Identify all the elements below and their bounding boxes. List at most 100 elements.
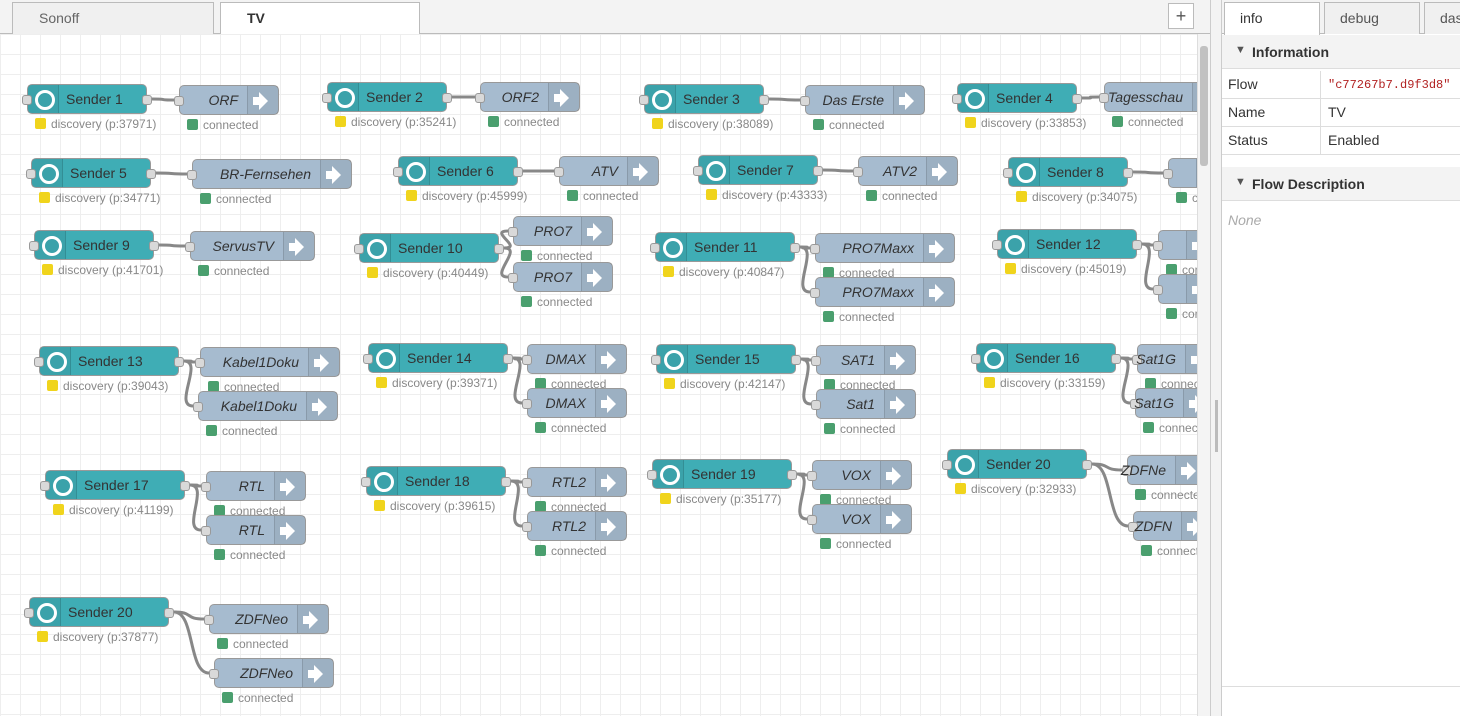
output-node[interactable] [1153, 230, 1197, 260]
input-port[interactable] [204, 615, 214, 625]
input-port[interactable] [971, 354, 981, 364]
input-port[interactable] [354, 244, 364, 254]
inject-node[interactable]: Sender 8 [1003, 157, 1133, 187]
input-port[interactable] [195, 358, 205, 368]
output-port[interactable] [791, 355, 801, 365]
output-port[interactable] [142, 95, 152, 105]
output-node[interactable]: PRO7Maxx [810, 277, 955, 307]
output-node[interactable]: ServusTV [185, 231, 315, 261]
output-node[interactable]: ZDFNeo [204, 604, 329, 634]
output-node[interactable]: VOX [807, 504, 912, 534]
wire[interactable] [796, 472, 808, 521]
input-port[interactable] [522, 478, 532, 488]
output-port[interactable] [1132, 240, 1142, 250]
inject-node[interactable]: Sender 3 [639, 84, 769, 114]
output-port[interactable] [180, 481, 190, 491]
output-node[interactable]: VOX [807, 460, 912, 490]
inject-node[interactable]: Sender 1 [22, 84, 152, 114]
output-node[interactable]: ZDFN [1128, 511, 1197, 541]
tab-info[interactable]: info [1224, 2, 1320, 35]
inject-node[interactable]: Sender 20 [24, 597, 174, 627]
input-port[interactable] [942, 460, 952, 470]
wire[interactable] [822, 168, 854, 173]
input-port[interactable] [1130, 399, 1140, 409]
input-port[interactable] [647, 470, 657, 480]
input-port[interactable] [363, 354, 373, 364]
inject-node[interactable]: Sender 13 [34, 346, 184, 376]
input-port[interactable] [1099, 93, 1109, 103]
input-port[interactable] [1128, 522, 1138, 532]
input-port[interactable] [639, 95, 649, 105]
wire[interactable] [1120, 356, 1131, 405]
canvas-scrollbar[interactable] [1197, 34, 1210, 716]
input-port[interactable] [811, 356, 821, 366]
sidebar-separator[interactable] [1210, 0, 1222, 716]
output-port[interactable] [442, 93, 452, 103]
input-port[interactable] [952, 94, 962, 104]
wire[interactable] [1081, 95, 1100, 100]
input-port[interactable] [811, 400, 821, 410]
wire[interactable] [800, 357, 812, 406]
output-node[interactable] [1163, 158, 1197, 188]
output-node[interactable]: ATV2 [853, 156, 958, 186]
wire[interactable] [183, 359, 194, 408]
inject-node[interactable]: Sender 15 [651, 344, 801, 374]
input-port[interactable] [693, 166, 703, 176]
output-node[interactable]: ORF2 [475, 82, 580, 112]
output-node[interactable]: Sat1G [1130, 388, 1197, 418]
output-node[interactable]: Das Erste [800, 85, 925, 115]
input-port[interactable] [475, 93, 485, 103]
input-port[interactable] [1122, 466, 1132, 476]
input-port[interactable] [201, 482, 211, 492]
output-node[interactable]: ZDFNe [1121, 455, 1197, 485]
output-node[interactable]: SAT1 [811, 345, 916, 375]
output-node[interactable]: PRO7 [508, 262, 613, 292]
inject-node[interactable]: Sender 16 [971, 343, 1121, 373]
input-port[interactable] [554, 167, 564, 177]
scrollbar-thumb[interactable] [1200, 46, 1208, 166]
inject-node[interactable]: Sender 19 [647, 459, 797, 489]
input-port[interactable] [810, 288, 820, 298]
input-port[interactable] [24, 608, 34, 618]
output-node[interactable]: BR-Fernsehen [187, 159, 352, 189]
input-port[interactable] [22, 95, 32, 105]
output-port[interactable] [790, 243, 800, 253]
wire[interactable] [189, 483, 202, 532]
input-port[interactable] [992, 240, 1002, 250]
input-port[interactable] [209, 669, 219, 679]
separator-handle[interactable] [1215, 400, 1218, 452]
input-port[interactable] [187, 170, 197, 180]
wire[interactable] [768, 97, 801, 102]
output-port[interactable] [1082, 460, 1092, 470]
output-port[interactable] [759, 95, 769, 105]
input-port[interactable] [34, 357, 44, 367]
inject-node[interactable]: Sender 7 [693, 155, 823, 185]
input-port[interactable] [807, 515, 817, 525]
input-port[interactable] [361, 477, 371, 487]
wire[interactable] [151, 97, 175, 102]
inject-node[interactable]: Sender 20 [942, 449, 1092, 479]
output-node[interactable]: DMAX [522, 344, 627, 374]
inject-node[interactable]: Sender 5 [26, 158, 156, 188]
tab-dashboard[interactable]: das [1424, 2, 1460, 34]
output-node[interactable]: Kabel1Doku [193, 391, 338, 421]
output-port[interactable] [1123, 168, 1133, 178]
input-port[interactable] [193, 402, 203, 412]
input-port[interactable] [26, 169, 36, 179]
input-port[interactable] [522, 399, 532, 409]
input-port[interactable] [1153, 285, 1163, 295]
inject-node[interactable]: Sender 6 [393, 156, 523, 186]
output-node[interactable]: DMAX [522, 388, 627, 418]
inject-node[interactable]: Sender 18 [361, 466, 511, 496]
input-port[interactable] [522, 522, 532, 532]
input-port[interactable] [800, 96, 810, 106]
input-port[interactable] [174, 96, 184, 106]
input-port[interactable] [651, 355, 661, 365]
wire[interactable] [500, 246, 512, 279]
input-port[interactable] [508, 273, 518, 283]
output-port[interactable] [164, 608, 174, 618]
wire[interactable] [510, 479, 523, 528]
output-node[interactable]: ZDFNeo [209, 658, 334, 688]
input-port[interactable] [807, 471, 817, 481]
